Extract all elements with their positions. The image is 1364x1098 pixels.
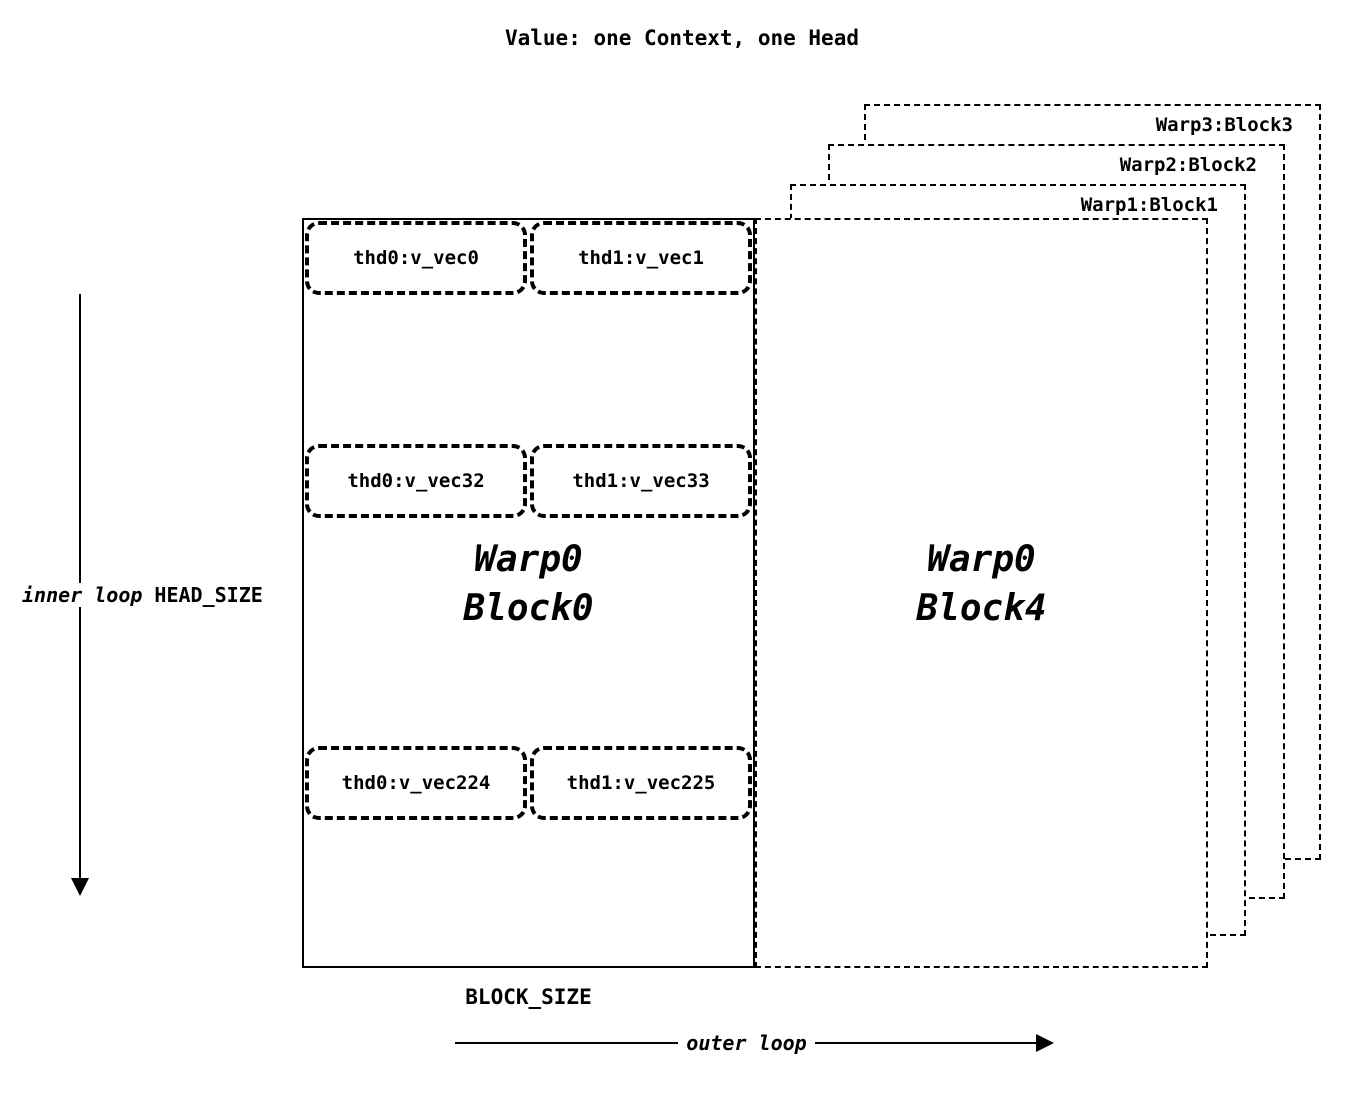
outer-loop-text: outer loop bbox=[678, 1031, 815, 1055]
warp0-block4-label: Warp0 Block4 bbox=[757, 536, 1206, 633]
warp0-block4-block: Block4 bbox=[916, 587, 1047, 629]
head-size-text: HEAD_SIZE bbox=[154, 583, 263, 607]
vector-row-0: thd0:v_vec0 thd1:v_vec1 bbox=[305, 221, 752, 295]
thread-vector-box: thd0:v_vec224 bbox=[305, 746, 527, 820]
inner-loop-head-size-label: inner loop HEAD_SIZE bbox=[22, 583, 263, 607]
warp0-block4-warp: Warp0 bbox=[927, 539, 1036, 580]
warp2-block2-label: Warp2:Block2 bbox=[1119, 154, 1257, 176]
thread-vector-box: thd1:v_vec33 bbox=[530, 444, 752, 518]
warp0-block4-rect: Warp0 Block4 bbox=[755, 218, 1208, 968]
warp0-block0-label: Warp0 Block0 bbox=[304, 536, 753, 633]
thread-vector-box: thd0:v_vec0 bbox=[305, 221, 527, 295]
right-arrow-icon bbox=[1036, 1034, 1054, 1052]
warp3-block3-label: Warp3:Block3 bbox=[1155, 114, 1293, 136]
warp1-block1-label: Warp1:Block1 bbox=[1080, 194, 1218, 216]
thread-vector-box: thd1:v_vec1 bbox=[530, 221, 752, 295]
outer-loop-label: outer loop bbox=[455, 1031, 1038, 1055]
diagram-title: Value: one Context, one Head bbox=[504, 26, 859, 50]
thread-vector-box: thd1:v_vec225 bbox=[530, 746, 752, 820]
vector-row-1: thd0:v_vec32 thd1:v_vec33 bbox=[305, 444, 752, 518]
warp0-block0-block: Block0 bbox=[463, 587, 594, 629]
vector-row-2: thd0:v_vec224 thd1:v_vec225 bbox=[305, 746, 752, 820]
thread-vector-box: thd0:v_vec32 bbox=[305, 444, 527, 518]
warp0-block0-warp: Warp0 bbox=[474, 539, 583, 580]
down-arrow-icon bbox=[71, 878, 89, 896]
block-size-label: BLOCK_SIZE bbox=[465, 985, 592, 1009]
inner-loop-text: inner loop bbox=[22, 583, 143, 607]
warp0-block0-rect: thd0:v_vec0 thd1:v_vec1 thd0:v_vec32 thd… bbox=[302, 218, 755, 968]
